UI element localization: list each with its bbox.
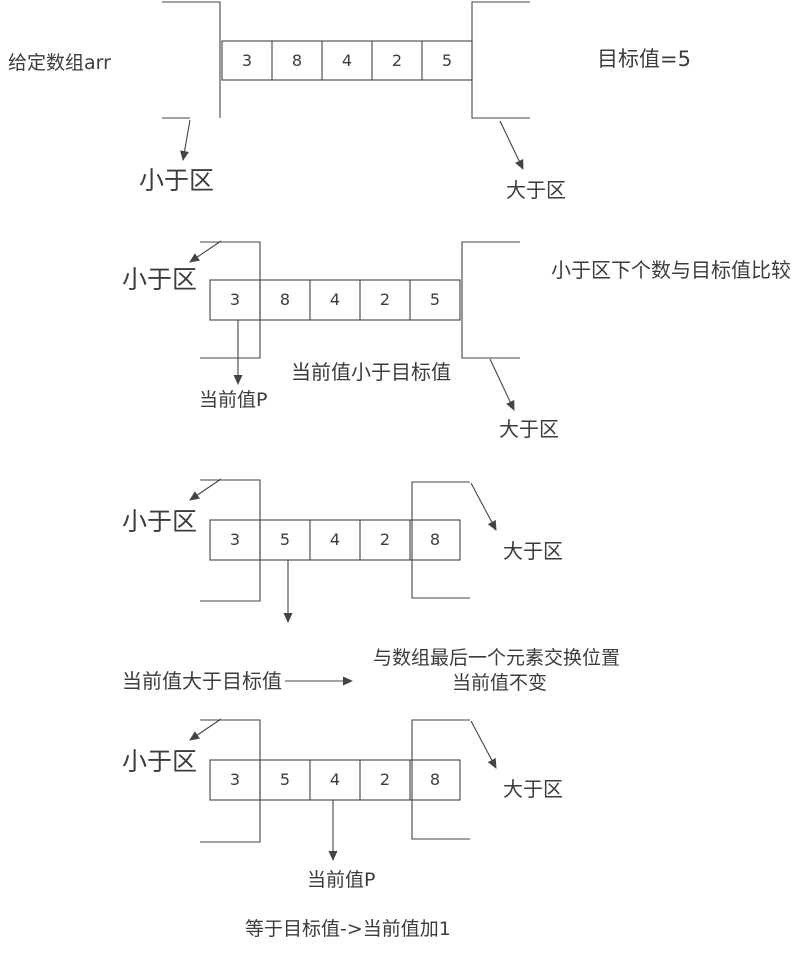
array-cell-value: 8	[430, 770, 440, 789]
less-zone-label: 小于区	[139, 166, 214, 195]
swap-note-line1: 与数组最后一个元素交换位置	[373, 647, 620, 669]
compare-note: 小于区下个数与目标值比较	[551, 258, 791, 282]
array-cell-value: 5	[430, 290, 440, 309]
array-cell-value: 2	[380, 770, 390, 789]
less-zone-bracket	[162, 1, 221, 118]
greater-zone-label: 大于区	[503, 777, 563, 801]
greater-zone-arrow	[470, 482, 497, 531]
array-cell-value: 3	[230, 530, 240, 549]
array-cell-value: 3	[230, 290, 240, 309]
array-step-3: 3 5 4 2 8	[209, 519, 461, 561]
less-zone-arrow	[180, 119, 191, 161]
array-cell-value: 3	[242, 51, 252, 70]
greater-zone-label: 大于区	[499, 417, 559, 441]
current-pointer-label: 当前值P	[307, 869, 375, 891]
array-cell-value: 4	[330, 530, 340, 549]
array-outline	[209, 279, 461, 321]
less-zone-arrow	[189, 240, 222, 263]
step-4: 小于区 3 5 4 2 8 大于区 当前值P 等于目标值->当前值加1	[122, 718, 563, 940]
greater-zone-arrow	[470, 720, 497, 769]
array-cell-value: 2	[380, 290, 390, 309]
greater-zone-bracket	[471, 1, 530, 119]
greater-zone-bracket	[411, 481, 470, 599]
array-step-1: 3 8 4 2 5	[221, 40, 473, 81]
equal-case-note: 等于目标值->当前值加1	[245, 918, 451, 940]
target-value-label: 目标值=5	[597, 47, 691, 71]
array-cell-value: 5	[280, 530, 290, 549]
greater-zone-arrow	[489, 358, 515, 411]
step-2: 小于区 3 8 4 2 5 大于区 小于区下个数与目标值比较 当前值小于目标值 …	[122, 240, 791, 441]
swap-note-line2: 当前值不变	[452, 672, 547, 694]
less-zone-label: 小于区	[122, 507, 197, 536]
step-3: 小于区 3 5 4 2 8 大于区 当前值大于目标值 与数组最后一个元素交换位置…	[122, 478, 620, 694]
greater-zone-bracket	[411, 719, 470, 840]
array-outline	[209, 519, 461, 561]
array-cell-value: 4	[330, 290, 340, 309]
array-cell-value: 4	[330, 770, 340, 789]
greater-zone-arrow	[499, 120, 524, 170]
array-cell-value: 5	[280, 770, 290, 789]
less-zone-label: 小于区	[122, 747, 197, 776]
array-cell-value: 8	[430, 530, 440, 549]
array-step-4: 3 5 4 2 8	[209, 759, 461, 801]
array-cell-value: 2	[392, 51, 402, 70]
array-cell-value: 2	[380, 530, 390, 549]
array-cell-value: 8	[292, 51, 302, 70]
array-outline	[209, 759, 461, 801]
given-array-label: 给定数组arr	[8, 52, 111, 74]
current-pointer-label: 当前值P	[199, 389, 267, 411]
step-1: 给定数组arr 目标值=5 小于区 3 8 4 2 5 大于区	[8, 1, 691, 202]
case-note: 当前值小于目标值	[291, 360, 451, 384]
array-cell-value: 4	[342, 51, 352, 70]
array-cell-value: 8	[280, 290, 290, 309]
greater-zone-label: 大于区	[503, 539, 563, 563]
array-cell-value: 5	[442, 51, 452, 70]
array-step-2: 3 8 4 2 5	[209, 279, 461, 321]
greater-zone-label: 大于区	[506, 178, 566, 202]
less-zone-arrow	[189, 478, 222, 501]
case-note: 当前值大于目标值	[122, 669, 282, 693]
array-cell-value: 3	[230, 770, 240, 789]
greater-zone-bracket	[461, 241, 520, 359]
less-zone-arrow	[189, 718, 222, 741]
less-zone-label: 小于区	[122, 265, 197, 294]
